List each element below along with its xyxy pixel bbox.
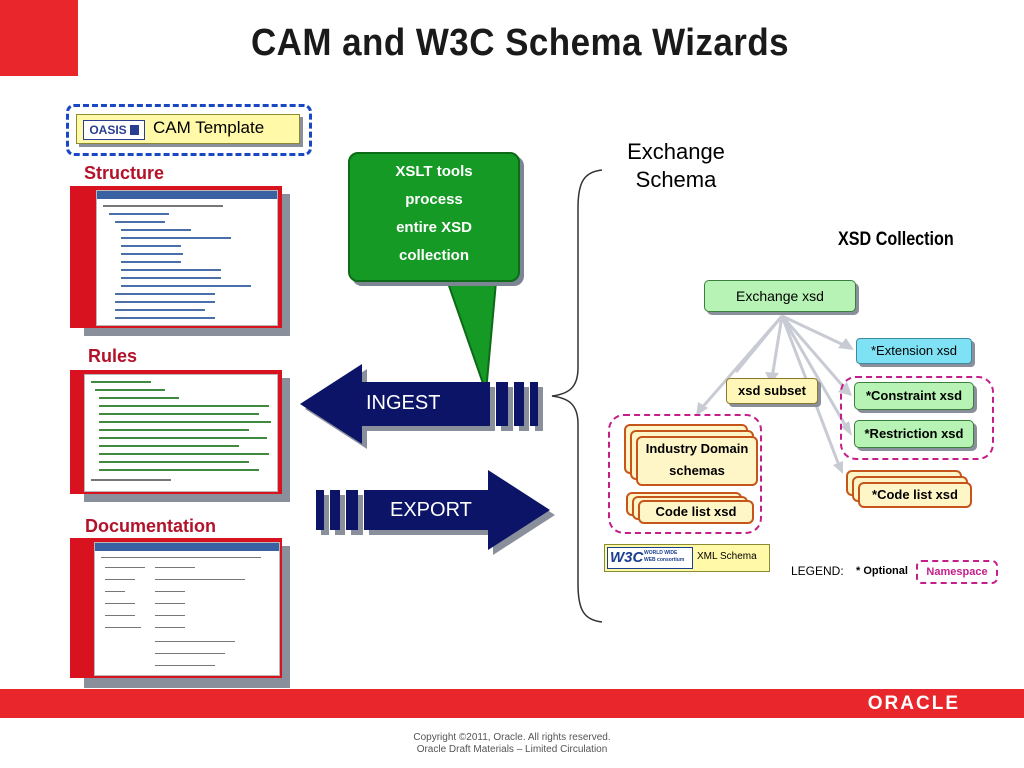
- documentation-label: Documentation: [85, 516, 217, 536]
- cam-template-label: CAM Template: [153, 118, 265, 137]
- w3c-logo-sub: WORLD WIDE WEB consortium: [644, 550, 685, 563]
- structure-screenshot: [70, 186, 290, 336]
- callout-tail: [438, 260, 500, 393]
- copyright-line-1: Copyright ©2011, Oracle. All rights rese…: [413, 732, 611, 743]
- exchange-schema-line-1: Exchange: [627, 139, 725, 164]
- legend-label: LEGEND:: [791, 564, 844, 578]
- xslt-callout: XSLT tools process entire XSD collection: [348, 152, 520, 282]
- exchange-schema-line-2: Schema: [635, 167, 717, 192]
- copyright-line-2: Oracle Draft Materials – Limited Circula…: [416, 744, 608, 755]
- oracle-logo: ORACLE: [867, 693, 960, 714]
- structure-label: Structure: [84, 163, 165, 183]
- constraint-xsd-label: *Constraint xsd: [865, 388, 963, 403]
- legend-namespace-label: Namespace: [926, 566, 988, 578]
- oasis-logo: OASIS: [83, 120, 145, 140]
- extension-xsd-node: *Extension xsd: [856, 338, 972, 364]
- callout-line-3: entire XSD: [396, 219, 472, 236]
- xsd-collection-label: XSD Collection: [838, 229, 954, 250]
- callout-line-2: process: [405, 191, 463, 208]
- industry-domain-node: Industry Domain schemas: [636, 436, 758, 486]
- slide-title: CAM and W3C Schema Wizards: [250, 22, 790, 64]
- industry-line-2: schemas: [669, 463, 725, 478]
- extension-xsd-label: *Extension xsd: [871, 343, 957, 358]
- exchange-xsd-node: Exchange xsd: [704, 280, 856, 312]
- exchange-xsd-label: Exchange xsd: [736, 288, 824, 304]
- legend-optional: * Optional: [856, 565, 908, 577]
- w3c-logo-text: W3C: [610, 549, 644, 566]
- code-list-left-node: Code list xsd: [638, 500, 754, 524]
- ingest-label: INGEST: [366, 392, 441, 414]
- export-arrow: [316, 470, 555, 555]
- oasis-logo-text: OASIS: [89, 123, 127, 137]
- xsd-subset-label: xsd subset: [738, 383, 806, 398]
- footer-bar: ORACLE: [0, 689, 1024, 718]
- constraint-xsd-node: *Constraint xsd: [854, 382, 974, 410]
- callout-line-4: collection: [398, 247, 469, 264]
- code-list-right-label: *Code list xsd: [872, 487, 958, 502]
- export-label: EXPORT: [390, 499, 472, 521]
- rules-screenshot: [70, 370, 290, 502]
- w3c-badge: W3C WORLD WIDE WEB consortium XML Schema: [604, 544, 770, 572]
- corner-accent: [0, 0, 78, 76]
- legend-namespace: Namespace: [916, 560, 998, 584]
- cam-template-badge: OASIS CAM Template: [76, 114, 300, 144]
- xsd-subset-node: xsd subset: [726, 378, 818, 404]
- cam-template-frame: [66, 104, 312, 156]
- w3c-logo: W3C WORLD WIDE WEB consortium: [607, 547, 693, 569]
- restriction-xsd-node: *Restriction xsd: [854, 420, 974, 448]
- curly-brace: [551, 169, 603, 623]
- documentation-screenshot: [70, 538, 290, 688]
- code-list-left-label: Code list xsd: [655, 504, 737, 519]
- copyright: Copyright ©2011, Oracle. All rights rese…: [0, 732, 1024, 756]
- industry-line-1: Industry Domain: [645, 441, 749, 456]
- w3c-label: XML Schema: [697, 551, 757, 562]
- callout-line-1: XSLT tools: [395, 163, 473, 180]
- ingest-arrow: [300, 364, 543, 449]
- exchange-schema-title: Exchange Schema: [606, 138, 746, 194]
- namespace-group-right: [840, 376, 994, 460]
- code-list-right-node: *Code list xsd: [858, 482, 972, 508]
- restriction-xsd-label: *Restriction xsd: [864, 426, 964, 441]
- namespace-group-left: [608, 414, 762, 534]
- rules-label: Rules: [88, 346, 138, 366]
